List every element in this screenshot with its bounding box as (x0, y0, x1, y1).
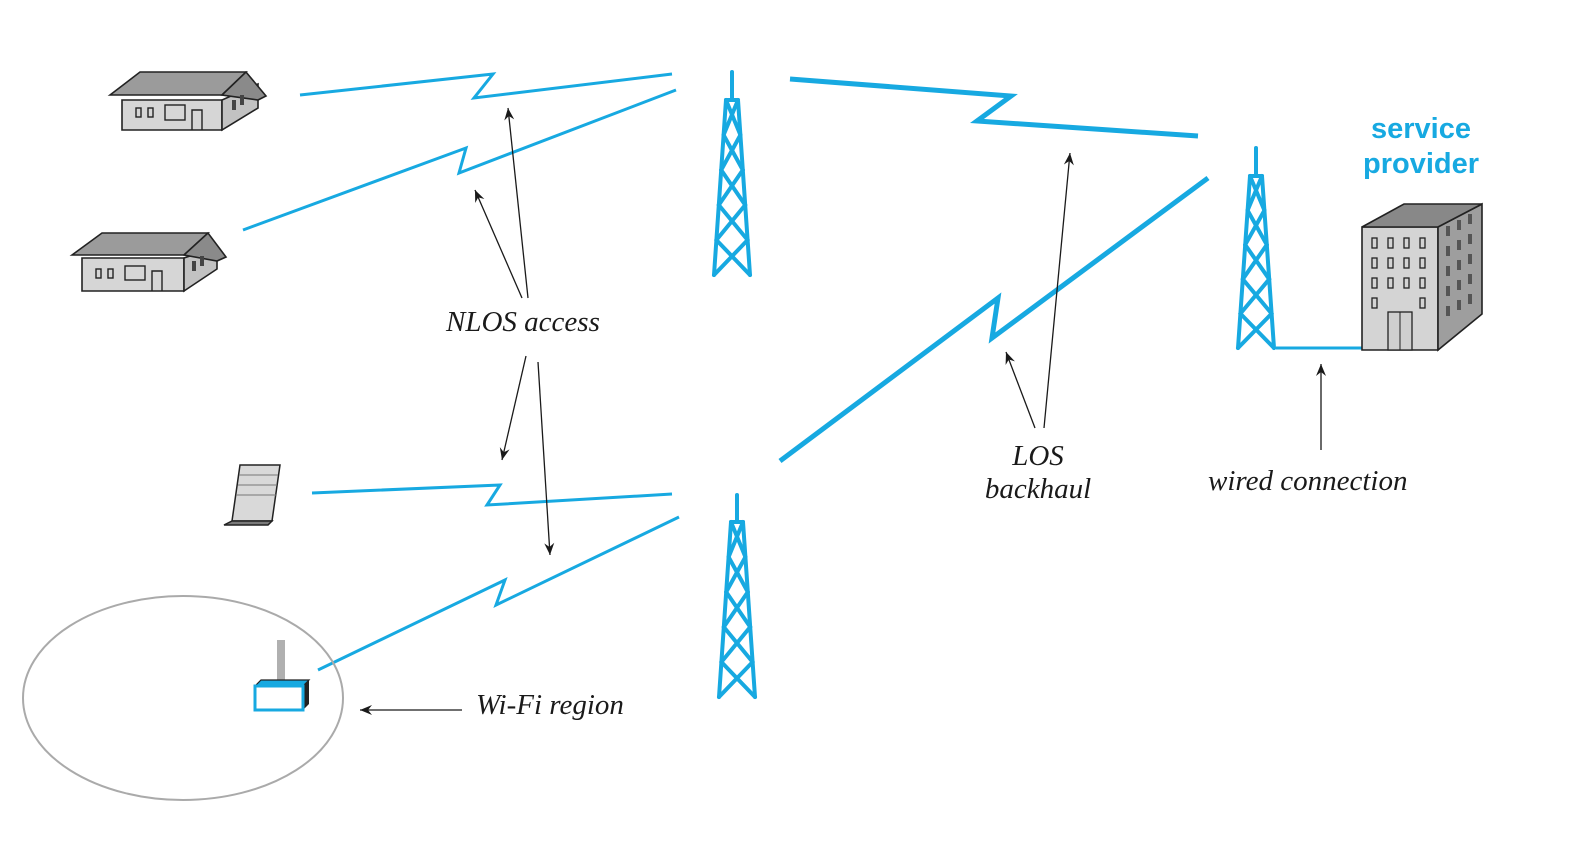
nlos-link-house-2 (242, 88, 677, 232)
nlos-arrow-to-link-1 (504, 107, 529, 299)
building-window (1419, 277, 1426, 289)
service-provider-line2: provider (1362, 148, 1480, 181)
building-window (1371, 237, 1378, 249)
los-backhaul-top (789, 76, 1199, 139)
tower-provider (1236, 146, 1276, 350)
wifi-region-ellipse (22, 595, 344, 801)
building-window (1403, 257, 1410, 269)
building-window (1371, 257, 1378, 269)
tower-bottom-center (717, 493, 757, 699)
building-side-window (1457, 220, 1461, 230)
nlos-access-label: NLOS access (446, 306, 600, 338)
building-side-window (1457, 300, 1461, 310)
laptop-icon (223, 464, 281, 526)
building-window (1419, 297, 1426, 309)
los-arrow-to-bottom-link (1005, 351, 1036, 429)
los-label-line2: backhaul (984, 473, 1092, 506)
wifi-region-label: Wi-Fi region (476, 689, 624, 721)
building-side-window (1468, 254, 1472, 264)
building-window (1419, 257, 1426, 269)
building-side-window (1468, 294, 1472, 304)
wired-connection-label: wired connection (1208, 465, 1408, 497)
building-window (1371, 297, 1378, 309)
building-window (1371, 277, 1378, 289)
nlos-arrow-to-link-4 (537, 361, 555, 556)
service-provider-line1: service (1371, 113, 1471, 145)
radio-tower-icon (717, 493, 757, 699)
building-side-window (1468, 274, 1472, 284)
building-side-window (1457, 260, 1461, 270)
building-window (1403, 277, 1410, 289)
nlos-link-laptop (311, 483, 673, 507)
tower-top-center (712, 70, 752, 277)
los-backhaul-bottom (778, 175, 1210, 464)
building-side-window (1468, 234, 1472, 244)
building-window (1387, 277, 1394, 289)
building-side-window (1468, 214, 1472, 224)
wifi-router-icon (253, 640, 311, 712)
nlos-link-wifi-router (317, 515, 680, 672)
building-side-window (1457, 280, 1461, 290)
los-arrows (1005, 152, 1074, 429)
radio-tower-icon (1236, 146, 1276, 350)
building-side-window (1446, 266, 1450, 276)
service-provider-label: service provider (1346, 112, 1496, 183)
building-side-window (1446, 226, 1450, 236)
building-side-window (1446, 306, 1450, 316)
los-arrow-to-top-link (1043, 152, 1074, 429)
nlos-arrows (474, 107, 555, 556)
building-window (1403, 237, 1410, 249)
building-side-window (1457, 240, 1461, 250)
building-window (1419, 237, 1426, 249)
los-backhaul-label: LOS backhaul (968, 440, 1108, 507)
house-icon (69, 231, 228, 293)
building-window (1387, 257, 1394, 269)
building-side-window (1446, 286, 1450, 296)
house-icon (107, 70, 268, 132)
office-building-icon (1361, 202, 1483, 352)
building-side-window (1446, 246, 1450, 256)
nlos-arrow-to-link-2 (474, 189, 523, 299)
radio-tower-icon (712, 70, 752, 277)
building-window (1387, 237, 1394, 249)
los-label-line1: LOS (1012, 440, 1064, 472)
nlos-link-house-1 (299, 72, 673, 100)
nlos-arrow-to-link-3 (499, 355, 527, 461)
